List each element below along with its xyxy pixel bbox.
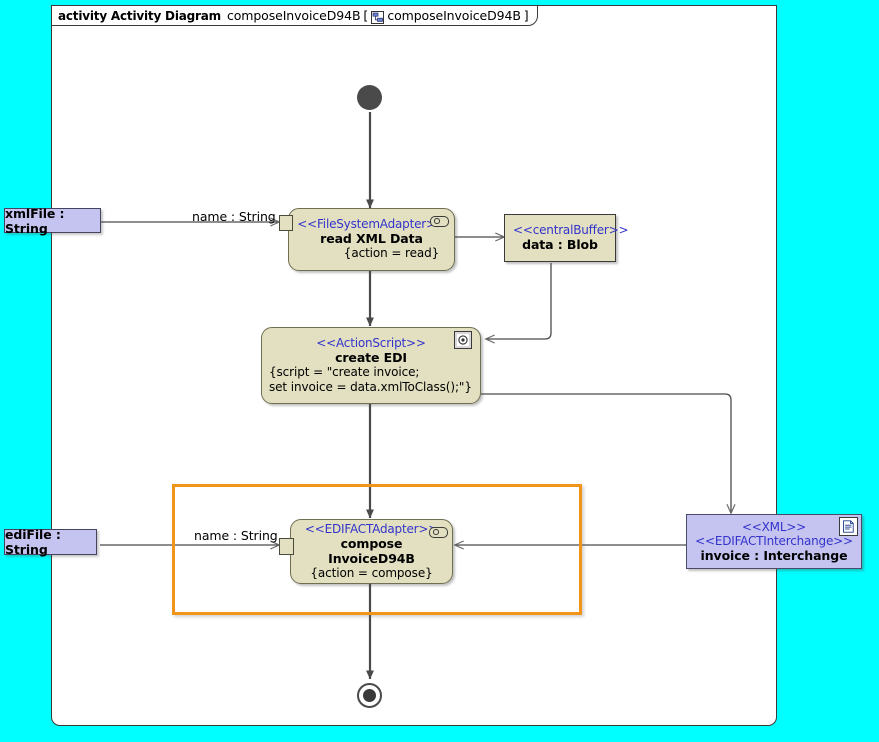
action-create-edi-script-line2: set invoice = data.xmlToClass();"}	[269, 379, 472, 394]
action-create-edi-stereotype: <<ActionScript>>	[316, 335, 426, 350]
action-compose-stereotype: <<EDIFACTAdapter>>	[304, 521, 439, 536]
activity-final-node[interactable]	[357, 683, 382, 708]
activity-parameter-edifile[interactable]: ediFile : String	[4, 527, 97, 557]
object-node-central-buffer[interactable]: <<centralBuffer>> data : Blob	[504, 214, 629, 262]
action-read-xml-property: {action = read}	[343, 246, 440, 260]
adapter-pill-icon	[430, 216, 449, 227]
interchange-stereotype-edifact: <<EDIFACTInterchange>>	[695, 533, 853, 548]
action-compose-property: {action = compose}	[310, 565, 433, 580]
action-read-xml-stereotype: <<FileSystemAdapter>>	[297, 217, 446, 231]
frame-bracket-close: ]	[523, 8, 529, 23]
central-buffer-stereotype: <<centralBuffer>>	[513, 223, 629, 237]
document-icon	[839, 517, 858, 536]
edge-label-name-bottom: name : String	[194, 528, 278, 543]
action-read-xml-data[interactable]: <<FileSystemAdapter>> read XML Data {act…	[288, 208, 455, 271]
adapter-pill-icon	[429, 527, 448, 538]
frame-inner-name: composeInvoiceD94B	[387, 8, 521, 23]
frame-diagram-name: composeInvoiceD94B	[226, 8, 361, 23]
input-pin-read-xml[interactable]	[279, 215, 293, 231]
interchange-stereotype-xml: <<XML>>	[741, 519, 807, 534]
activity-diagram-icon	[371, 9, 385, 24]
action-create-edi[interactable]: <<ActionScript>> create EDI {script = "c…	[261, 327, 481, 404]
input-pin-compose[interactable]	[279, 538, 294, 555]
action-compose-invoice[interactable]: <<EDIFACTAdapter>> compose InvoiceD94B {…	[290, 519, 453, 584]
interchange-name: invoice : Interchange	[700, 547, 848, 563]
action-create-edi-name: create EDI	[335, 349, 407, 365]
interruptible-activity-region[interactable]	[172, 484, 582, 615]
frame-keyword: activity Activity Diagram	[58, 8, 221, 23]
activity-parameter-xmlfile[interactable]: xmlFile : String	[4, 206, 101, 236]
action-read-xml-name: read XML Data	[320, 231, 423, 246]
object-node-interchange[interactable]: <<XML>> <<EDIFACTInterchange>> invoice :…	[686, 514, 862, 569]
central-buffer-name: data : Blob	[522, 237, 598, 252]
action-create-edi-script-line1: {script = "create invoice;	[269, 364, 420, 379]
edge-label-name-top: name : String	[192, 209, 276, 224]
initial-node[interactable]	[357, 85, 382, 110]
action-compose-name: compose InvoiceD94B	[328, 535, 415, 566]
diagram-frame-header: activity Activity Diagram composeInvoice…	[51, 5, 538, 26]
script-gear-icon	[454, 331, 472, 349]
frame-bracket-open: [	[363, 8, 369, 23]
